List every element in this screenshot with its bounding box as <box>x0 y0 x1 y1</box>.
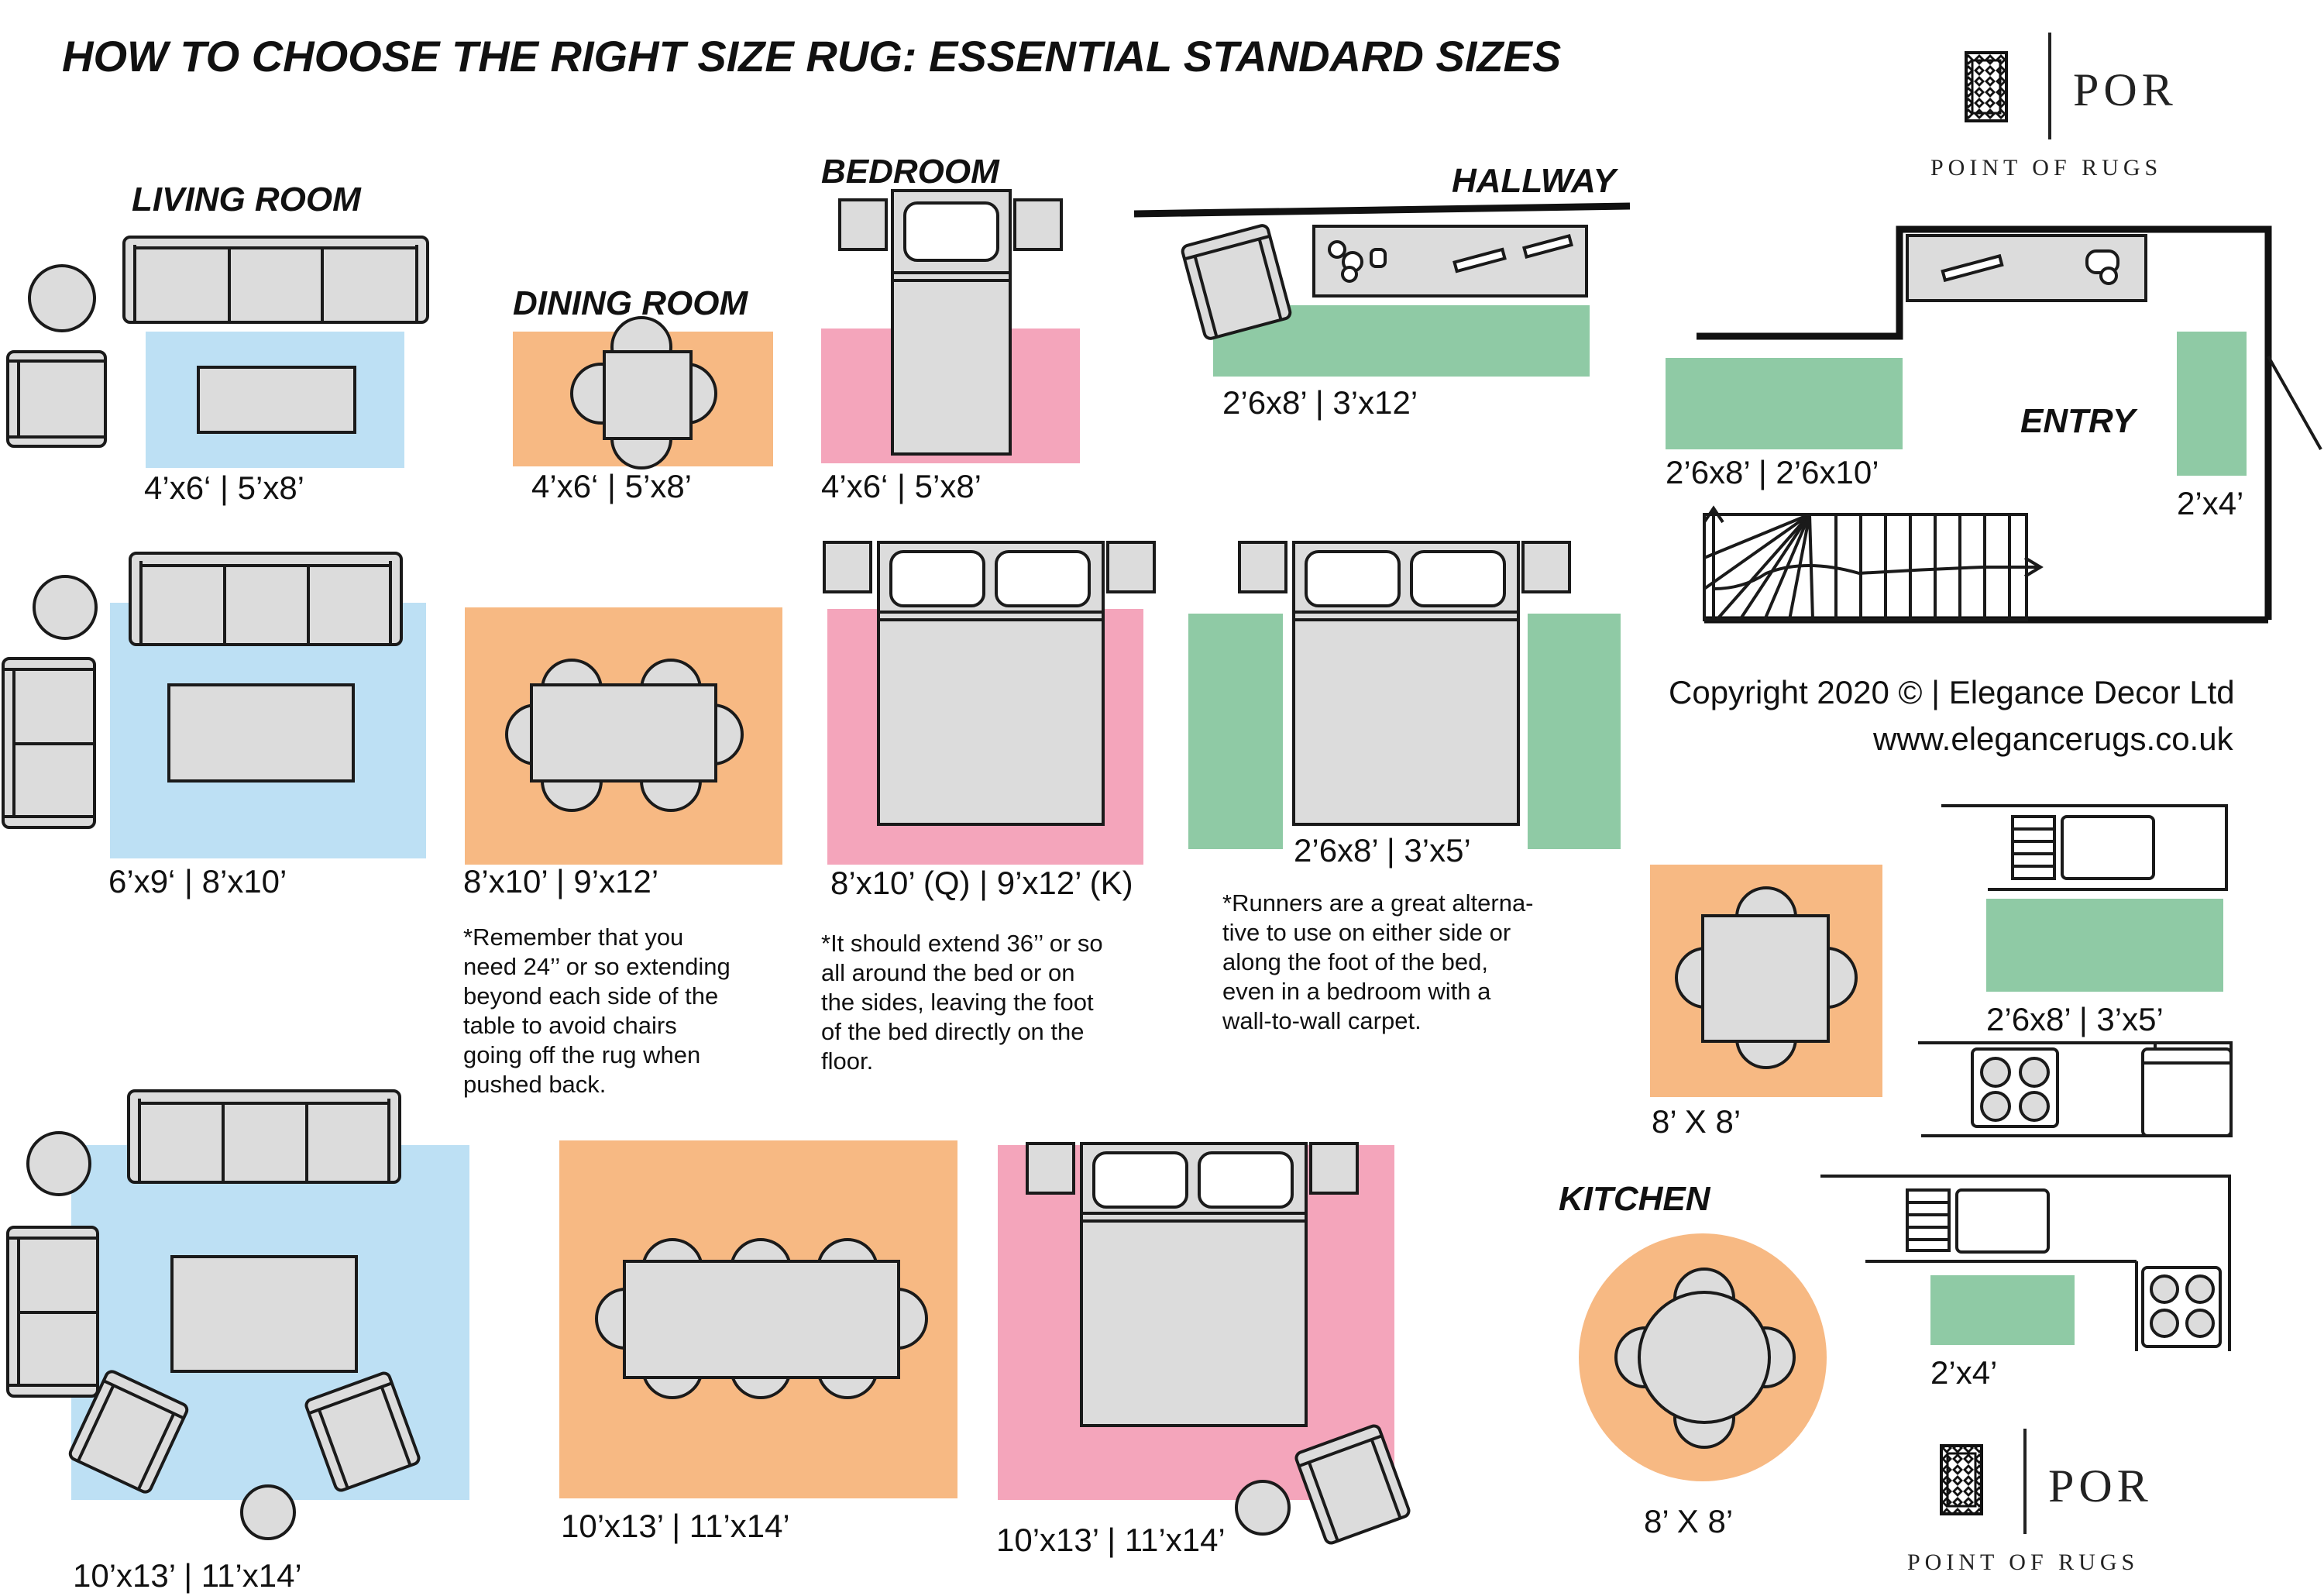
rug-logo-icon <box>1965 51 2008 122</box>
nightstand <box>838 198 888 251</box>
dining-note: *Remember that you need 24’’ or so exten… <box>463 924 737 1098</box>
loveseat <box>6 1226 99 1398</box>
logo-name: POINT OF RUGS <box>1930 155 2162 181</box>
coffee-table <box>167 683 355 783</box>
sink <box>2061 815 2155 880</box>
size-label: 2’x4’ <box>2177 485 2243 521</box>
size-label: 2’x4’ <box>1930 1354 1997 1391</box>
hob <box>2011 815 2056 880</box>
size-label: 2’6x8’ | 2’6x10’ <box>1666 454 1879 490</box>
page-title: HOW TO CHOOSE THE RIGHT SIZE RUG: ESSENT… <box>62 32 1561 81</box>
side-table <box>1235 1480 1291 1536</box>
entry-runner <box>1666 358 1903 449</box>
sofa <box>129 552 403 646</box>
size-label: 10’x13’ | 11’x14’ <box>561 1508 790 1544</box>
kitchen-runner <box>1986 899 2223 992</box>
rug-logo-icon <box>1940 1444 1983 1515</box>
side-table <box>28 264 96 332</box>
side-table <box>240 1484 296 1540</box>
logo-mark: POR <box>2048 1460 2153 1512</box>
nightstand <box>1026 1142 1075 1195</box>
nightstand <box>1309 1142 1359 1195</box>
decor-item <box>1328 240 1346 259</box>
nightstand <box>1106 541 1156 593</box>
size-label: 2’6x8’ | 3’x5’ <box>1294 832 1471 869</box>
size-label: 8’ X 8’ <box>1652 1103 1741 1140</box>
staircase <box>1703 505 2044 621</box>
side-table <box>26 1131 91 1196</box>
entry-small-rug <box>2177 332 2247 476</box>
decor-item <box>1341 266 1358 283</box>
kitchen-counter <box>1820 1175 2231 1351</box>
nightstand <box>1521 541 1571 593</box>
sink <box>1955 1188 2050 1254</box>
nightstand <box>1013 198 1063 251</box>
size-label: 10’x13’ | 11’x14’ <box>73 1557 302 1594</box>
section-title-kitchen: KITCHEN <box>1559 1180 1711 1218</box>
size-label: 4’x6‘ | 5’x8’ <box>821 468 982 504</box>
logo-name: POINT OF RUGS <box>1907 1550 2139 1575</box>
logo-mark: POR <box>2073 64 2178 115</box>
decor-item <box>1452 247 1507 273</box>
size-label: 10’x13’ | 11’x14’ <box>996 1522 1226 1558</box>
size-label: 6’x9‘ | 8’x10’ <box>108 863 287 899</box>
dining-table <box>530 683 717 783</box>
brand-logo-top: POR POINT OF RUGS <box>1930 33 2178 181</box>
dining-table <box>623 1260 900 1379</box>
bedroom-runner-left <box>1188 614 1283 849</box>
size-label: 2’6x8’ | 3’x5’ <box>1986 1001 2164 1037</box>
size-label: 2’6x8’ | 3’x12’ <box>1222 384 1418 421</box>
decor-item <box>1522 233 1573 260</box>
armchair <box>6 350 107 448</box>
size-label: 8’x10’ | 9’x12’ <box>463 863 658 899</box>
bedroom-runner-right <box>1528 614 1621 849</box>
section-title-hallway: HALLWAY <box>1452 162 1618 200</box>
bedroom-note: *It should extend 36’’ or so all around … <box>821 930 1109 1075</box>
hallway-wall <box>1133 202 1631 218</box>
section-title-dining-room: DINING ROOM <box>513 284 748 322</box>
round-table <box>1638 1291 1771 1424</box>
copyright-url: www.elegancerugs.co.uk <box>1872 721 2234 757</box>
kitchen-counter <box>1941 804 2228 891</box>
section-title-entry: ENTRY <box>2020 402 2138 440</box>
side-table <box>33 575 98 640</box>
decor-item <box>2099 267 2118 285</box>
oven <box>2141 1047 2233 1137</box>
coffee-table <box>170 1255 358 1373</box>
hob <box>1906 1188 1951 1252</box>
dining-table <box>1701 914 1830 1043</box>
size-label: 4’x6‘ | 5’x8’ <box>144 470 304 506</box>
copyright-line: Copyright 2020 © | Elegance Decor Ltd <box>1669 674 2235 710</box>
single-bed <box>891 189 1012 456</box>
loveseat <box>2 657 96 829</box>
dining-table <box>603 350 693 440</box>
decor-item <box>1941 253 2004 283</box>
double-bed <box>877 541 1105 826</box>
coffee-table <box>197 366 356 434</box>
size-label: 8’x10’ (Q) | 9’x12’ (K) <box>830 865 1133 901</box>
armchair <box>1179 222 1294 342</box>
section-title-living-room: LIVING ROOM <box>132 181 362 218</box>
sofa <box>127 1089 401 1184</box>
kitchen-small-rug <box>1930 1275 2075 1345</box>
double-bed <box>1292 541 1520 826</box>
size-label: 4’x6‘ | 5’x8’ <box>531 468 692 504</box>
decor-item <box>1370 248 1387 268</box>
size-label: 8’ X 8’ <box>1644 1503 1733 1539</box>
sofa <box>122 236 429 324</box>
kitchen-counter <box>1918 1041 2233 1137</box>
brand-logo-bottom: POR POINT OF RUGS <box>1907 1429 2153 1575</box>
double-bed <box>1080 1142 1308 1427</box>
section-title-bedroom: BEDROOM <box>821 153 1000 191</box>
runners-note: *Runners are a great alterna- tive to us… <box>1222 889 1540 1034</box>
nightstand <box>823 541 872 593</box>
nightstand <box>1238 541 1287 593</box>
